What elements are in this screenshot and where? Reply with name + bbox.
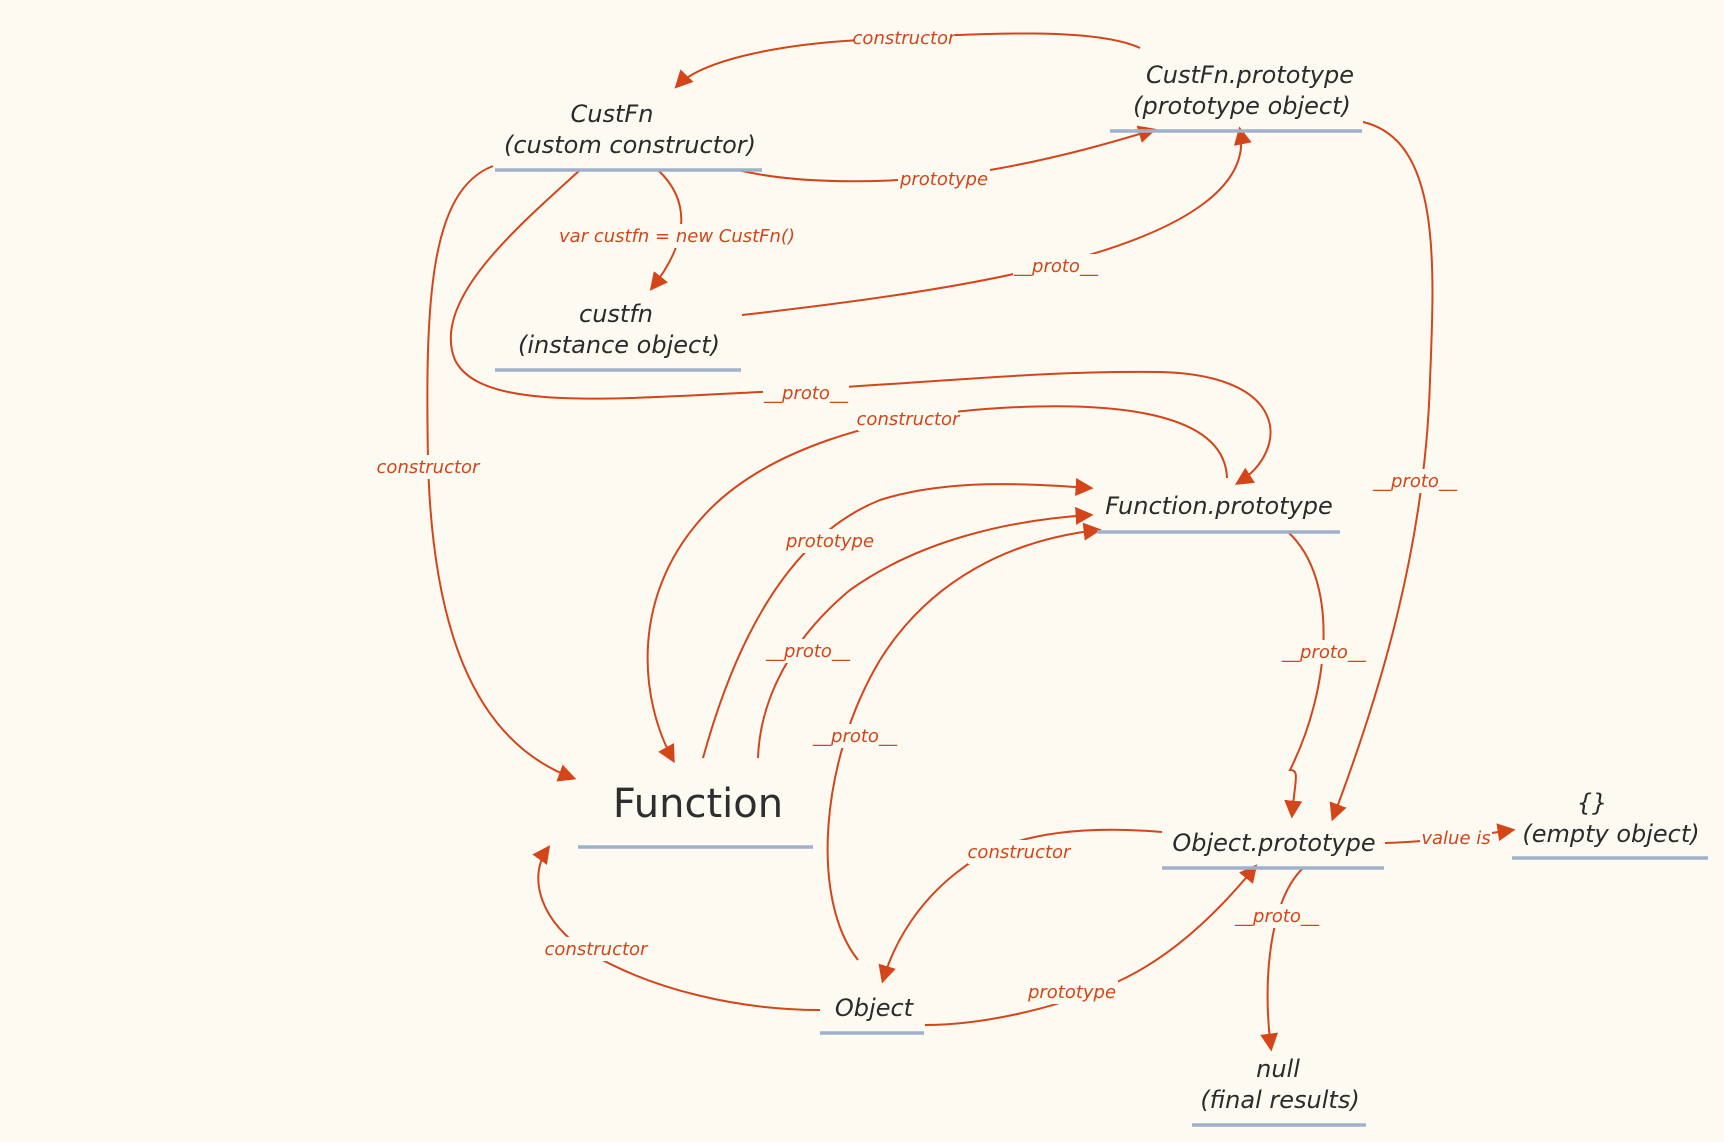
node-custfn-prototype-subtitle: (prototype object) [1133, 92, 1351, 120]
label-constructor-objproto: constructor [968, 842, 1073, 863]
label-prototype-function: prototype [785, 531, 874, 552]
label-proto-instance: __proto__ [1013, 256, 1099, 277]
edge-proto-custproto [1329, 121, 1434, 822]
label-new-instance: var custfn = new CustFn() [559, 226, 795, 247]
node-empty-object: {} (empty object) [1512, 789, 1708, 860]
label-proto-funcproto: __proto__ [1281, 642, 1367, 663]
label-proto-object: __proto__ [812, 726, 898, 747]
node-null: null (final results) [1192, 1055, 1366, 1127]
label-constructor-object: constructor [545, 939, 650, 960]
label-proto-function: __proto__ [765, 641, 851, 662]
node-custfn-constructor-title: CustFn [571, 100, 654, 128]
edge-new-instance [649, 169, 683, 291]
node-null-title: null [1256, 1055, 1300, 1083]
edge-proto-instance [741, 126, 1252, 316]
node-function-prototype: Function.prototype [1097, 492, 1340, 534]
edge-constructor-objproto [878, 828, 1163, 984]
label-constructor-funcproto: constructor [857, 409, 962, 430]
node-function: Function [578, 781, 813, 849]
label-value-is: value is [1421, 828, 1490, 849]
label-proto-custproto: __proto__ [1372, 471, 1458, 492]
label-proto-custfn: __proto__ [763, 383, 849, 404]
label-constructor-left: constructor [377, 457, 482, 478]
node-custfn-instance-title: custfn [579, 300, 653, 328]
edge-constructor-object [532, 845, 821, 1011]
label-proto-objproto: __proto__ [1234, 906, 1320, 927]
edge-proto-function [757, 506, 1094, 759]
node-null-subtitle: (final results) [1200, 1086, 1359, 1114]
node-custfn-instance-subtitle: (instance object) [518, 331, 720, 359]
edge-proto-object [826, 522, 1102, 961]
edge-constructor-funcproto [646, 405, 1228, 764]
node-object: Object [820, 994, 924, 1035]
edge-labels: constructor prototype var custfn = new C… [377, 26, 1492, 1004]
node-object-prototype: Object.prototype [1162, 829, 1384, 870]
edge-proto-objproto [1260, 867, 1304, 1052]
node-function-prototype-title: Function.prototype [1105, 492, 1333, 520]
node-function-title: Function [613, 781, 783, 827]
edge-prototype-function [702, 478, 1094, 759]
node-custfn-prototype: CustFn.prototype (prototype object) [1110, 61, 1362, 133]
node-object-title: Object [835, 994, 915, 1022]
edge-proto-custfn [449, 169, 1272, 485]
node-custfn-constructor-subtitle: (custom constructor) [504, 131, 756, 159]
node-custfn-constructor: CustFn (custom constructor) [495, 100, 762, 172]
label-prototype-object: prototype [1027, 982, 1116, 1003]
node-custfn-instance: custfn (instance object) [495, 300, 741, 372]
edge-proto-funcproto [1284, 531, 1325, 819]
node-empty-object-subtitle: (empty object) [1522, 820, 1699, 848]
label-prototype-top: prototype [899, 169, 988, 190]
label-constructor-top: constructor [853, 28, 958, 49]
node-object-prototype-title: Object.prototype [1172, 829, 1375, 857]
node-empty-object-title: {} [1577, 789, 1608, 817]
node-custfn-prototype-title: CustFn.prototype [1146, 61, 1354, 89]
